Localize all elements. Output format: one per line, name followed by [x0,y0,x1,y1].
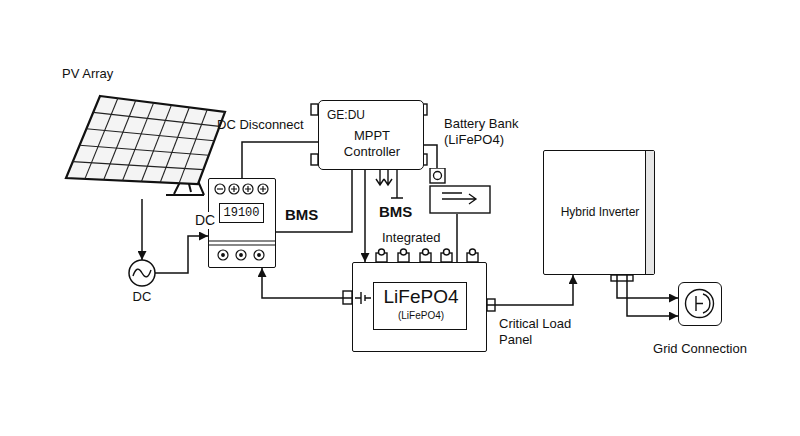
screw-terminal-dot [222,254,225,257]
terminal-cap [401,249,407,255]
wire-connector [141,199,143,260]
bank-box [430,186,490,213]
terminal-arrow [376,170,384,185]
pv-node: PV Array [58,64,233,199]
sensor-dot [434,172,442,180]
node-text: (LiFePO4) [375,310,467,322]
screw-terminal [254,250,264,260]
mounting-ear [311,104,318,115]
cell-grid [73,98,220,183]
mounting-ear [311,154,318,165]
dev-node: DC Disconnect19100 [208,178,276,268]
node-title: Battery Bank (LiFePO4) [444,116,532,147]
battery-bank-symbol [428,168,492,214]
dc-source-symbol [126,258,158,288]
terminal-cap [379,249,385,255]
bms-stem [391,170,403,198]
front-symbol-mark [245,186,251,192]
solar-panel [58,64,233,199]
front-symbol [243,184,253,194]
wire-connector [276,170,352,232]
grid-symbol-box [678,282,722,326]
screw-terminal-dot [240,254,243,257]
node-text: MPPT Controller [327,128,417,159]
node-title: GE:DU [327,108,417,122]
front-symbol-mark [260,186,266,192]
inv-node: Hybrid Inverter [543,150,655,275]
node-title: DC Disconnect [217,117,304,133]
node-title: DC [122,289,162,305]
ac-connector [611,275,633,281]
node-title: Hybrid Inverter [552,205,648,219]
front-symbol [215,184,225,194]
source-circle [129,260,155,286]
panel-frame [66,96,225,184]
bank-node: Battery Bank (LiFePO4) [428,116,532,216]
wire-connector [627,275,678,316]
node-title: LiFePO4 [375,286,467,309]
terminal-cap [423,249,429,255]
battery-symbol [353,263,375,343]
batt-node: LiFePO4(LiFePO4) [352,262,487,352]
meter-rail [209,241,275,245]
battery-bank-icon [428,168,492,214]
grid-node: Grid Connection [670,280,730,358]
front-symbol [229,184,239,194]
terminal-arrow [384,170,392,185]
screw-terminal-dot [258,254,261,257]
flow-arrow [442,193,476,204]
connector-label: DC [193,212,217,229]
part-label: BMS [379,203,412,221]
part-label: Integrated [382,230,441,246]
sensor-box [430,168,445,183]
screw-terminal [218,250,228,260]
terminal-cap [444,249,450,255]
wire-connector [456,214,458,262]
wire-connector [242,142,318,178]
wire-connector [617,275,678,298]
dc-node: DC [126,258,158,308]
wave-mark [133,269,151,277]
wire-connector [262,268,352,298]
mppt-node: GE:DU MPPT Controller [318,100,424,170]
wire-connector [424,145,437,168]
wire-connector [487,275,573,305]
front-symbol-mark [231,186,237,192]
node-title: PV Array [62,66,113,82]
wire-connector [364,170,366,262]
connector-label: BMS [283,206,320,224]
screw-terminal [236,250,246,260]
grid-meter-symbol [679,283,720,324]
connector-label: Critical Load Panel [497,316,591,347]
front-symbol-mark [217,188,223,189]
node-title: Grid Connection [642,341,758,357]
wire-connector [155,236,208,273]
terminal-cap [470,249,476,255]
front-symbol [258,184,268,194]
display-readout: 19100 [219,203,264,223]
side-panel [645,151,654,274]
